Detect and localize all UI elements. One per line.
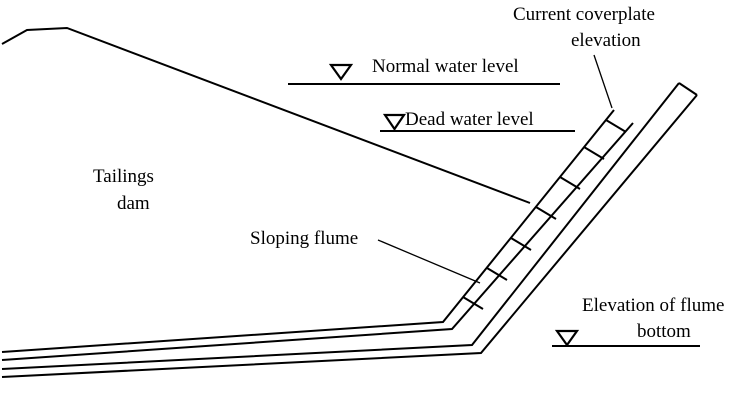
flume-wall-4 — [1, 94, 698, 378]
coverplate-divider — [486, 267, 508, 281]
flume-bottom-label-line1: Elevation of flume — [582, 295, 724, 316]
dead-water-level-label: Dead water level — [405, 109, 534, 130]
coverplate-divider — [510, 237, 532, 251]
sloping-flume-label: Sloping flume — [250, 228, 358, 249]
flume-wall-2 — [1, 122, 634, 361]
coverplate-divider — [462, 296, 484, 310]
coverplate-divider — [535, 206, 557, 220]
flume-wall-1 — [1, 109, 615, 353]
dam-slope-line — [1, 26, 531, 204]
flume-bottom-marker-icon — [554, 329, 580, 347]
tailings-dam-label-line1: Tailings — [93, 166, 154, 187]
tailings-dam-label-line2: dam — [117, 193, 150, 214]
current-coverplate-label-line2: elevation — [571, 30, 641, 51]
sloping-flume-leader-line — [377, 239, 481, 284]
normal-water-level-label: Normal water level — [372, 56, 519, 77]
current-coverplate-label-line1: Current coverplate — [513, 4, 655, 25]
flume-top-cap — [678, 82, 698, 96]
coverplate-divider — [559, 176, 581, 190]
flume-bottom-label-line2: bottom — [637, 321, 691, 342]
normal-water-level-marker-icon — [328, 63, 354, 81]
dead-water-level-marker-icon — [382, 113, 407, 131]
coverplate-segments — [462, 119, 627, 310]
coverplate-leader-line — [593, 54, 613, 109]
flume-wall-3 — [1, 82, 680, 370]
coverplate-divider — [605, 119, 627, 133]
sloping-flume — [1, 82, 698, 378]
coverplate-divider — [583, 146, 605, 160]
